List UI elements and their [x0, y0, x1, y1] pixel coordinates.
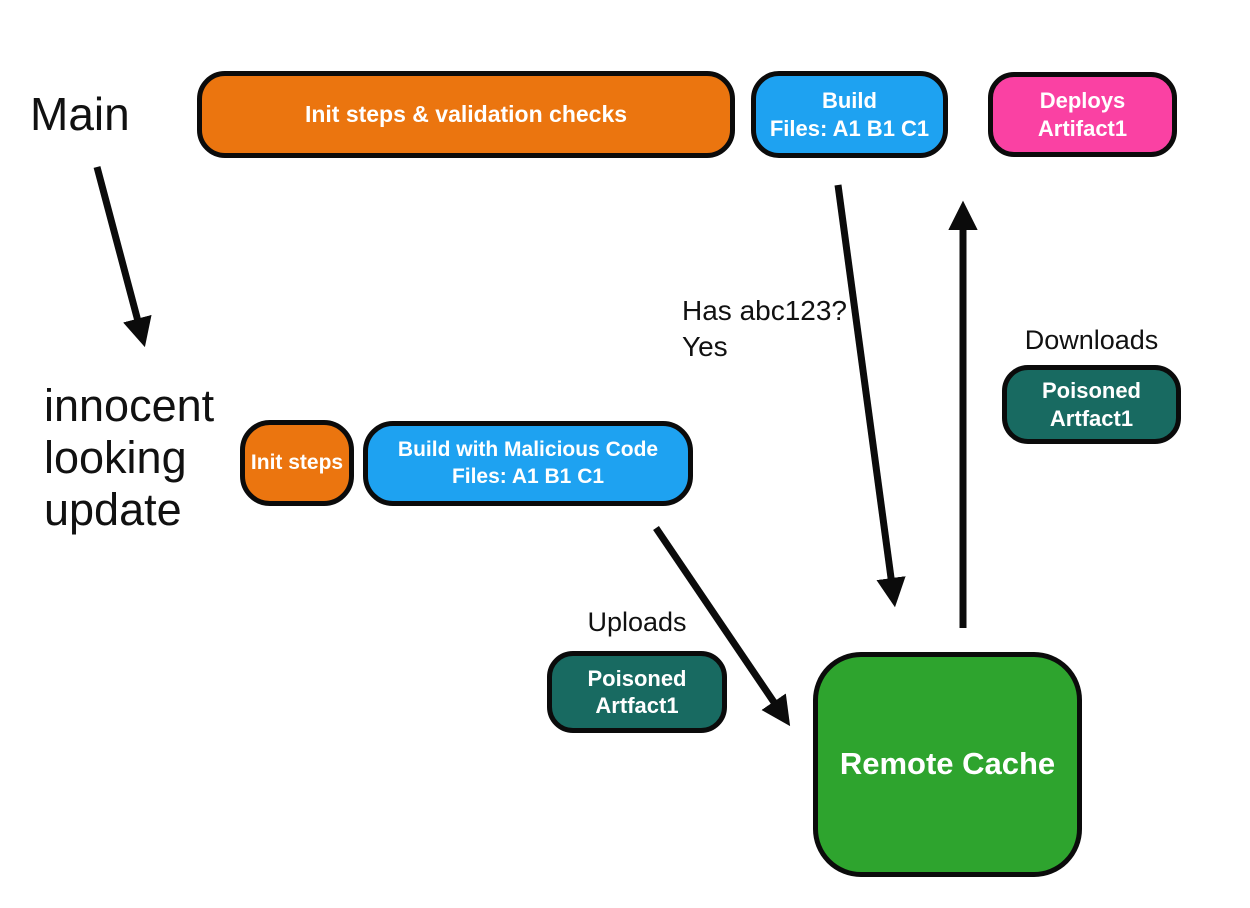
- innocent-update-label: innocent looking update: [44, 380, 215, 536]
- arrow-malicious-build-to-cache: [653, 526, 791, 727]
- build-malicious-node: Build with Malicious Code Files: A1 B1 C…: [363, 421, 693, 506]
- remote-cache-node: Remote Cache: [813, 652, 1082, 877]
- init-steps-node: Init steps: [240, 420, 354, 506]
- init-validation-node: Init steps & validation checks: [197, 71, 735, 158]
- uploads-label: Uploads: [587, 607, 687, 637]
- arrow-main-to-update: [93, 166, 152, 348]
- poisoned-artifact-download-node: Poisoned Artfact1: [1002, 365, 1181, 444]
- poisoned-artifact-upload-node: Poisoned Artfact1: [547, 651, 727, 733]
- arrow-build-to-cache: [834, 184, 906, 608]
- build-node: Build Files: A1 B1 C1: [751, 71, 948, 158]
- downloads-label: Downloads: [1024, 325, 1159, 355]
- cache-query-label: Has abc123? Yes: [682, 295, 848, 362]
- main-branch-label: Main: [30, 88, 130, 140]
- deploys-artifact-node: Deploys Artifact1: [988, 72, 1177, 157]
